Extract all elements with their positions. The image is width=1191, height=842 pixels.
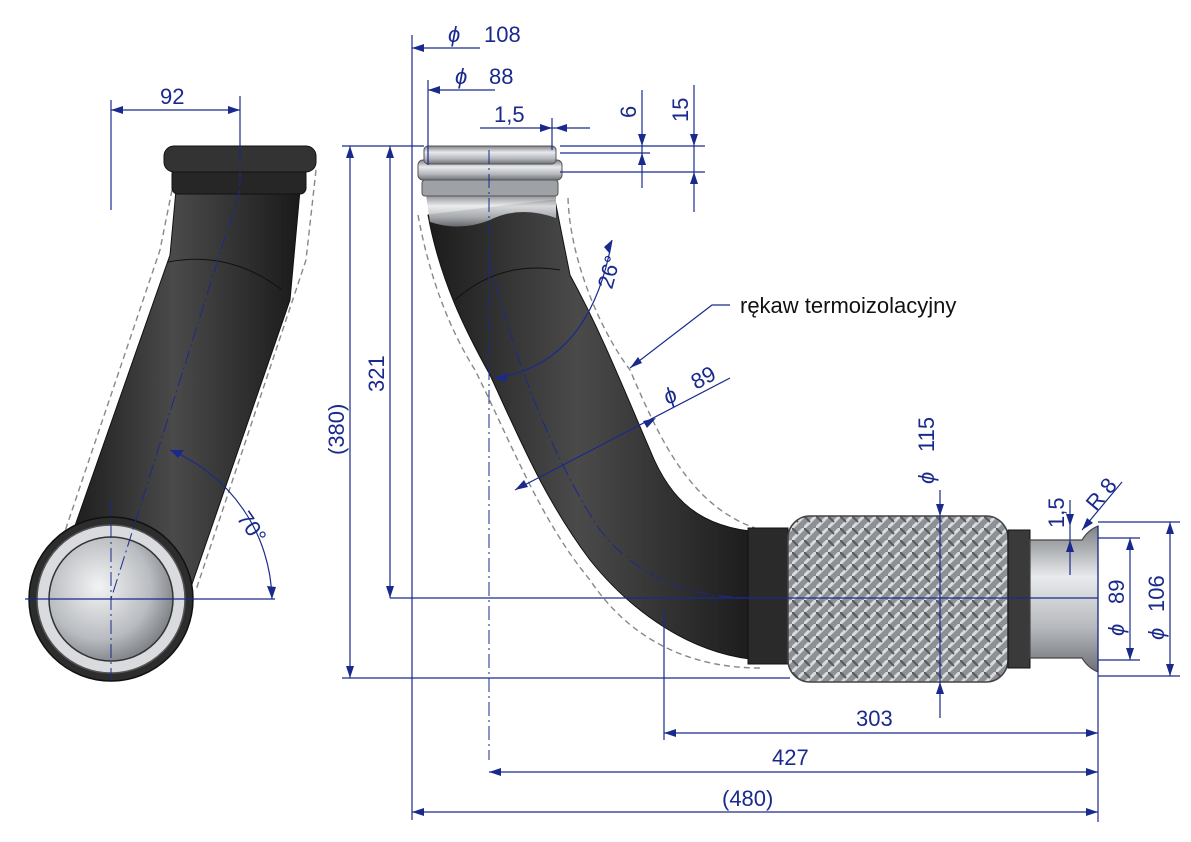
main-pipe-seam (454, 267, 561, 301)
dim-6-arrows (638, 134, 646, 165)
flexible-braided-section (787, 515, 1009, 683)
angle-26-arc (493, 239, 613, 379)
main-pipe-top-collar (417, 145, 563, 197)
dim-89-end-label: 89 (1104, 580, 1129, 604)
main-view-sleeve-outline (417, 197, 761, 669)
dim-1-5-top-arrows (540, 124, 567, 132)
main-pipe-body (427, 199, 761, 661)
dim-92-label: 92 (160, 84, 184, 109)
dim-88-phi: ϕ (455, 64, 467, 89)
dim-115-phi: ϕ (914, 472, 939, 484)
dim-115-label: 115 (914, 417, 939, 452)
dim-89-end-phi: ϕ (1104, 624, 1129, 636)
left-pipe-seam (167, 258, 283, 291)
angle-70-label: 70° (232, 507, 272, 549)
main-centerline-path (488, 259, 1098, 599)
dim-1-5-end-arrows (1066, 514, 1074, 552)
dim-108-arrow (412, 44, 424, 52)
dim-321-label: 321 (364, 355, 389, 392)
main-view: ϕ 108 ϕ 88 1,5 6 15 (380) 321 26° (324, 22, 1180, 822)
weld-ring (747, 527, 789, 665)
dim-108-phi: ϕ (448, 22, 460, 47)
dim-89-pipe-label: 89 (687, 361, 720, 395)
dim-r8-label: R 8 (1081, 473, 1122, 515)
left-view-sleeve-outline (61, 169, 317, 591)
dim-480-label: (480) (722, 786, 773, 811)
dim-88-label: 88 (489, 64, 513, 89)
dim-89-pipe-phi: ϕ (659, 382, 682, 410)
main-pipe-inner-metal (426, 195, 556, 227)
dim-106-phi: ϕ (1144, 628, 1169, 640)
outlet-pipe-end (1029, 525, 1099, 673)
sleeve-label: rękaw termoizolacyjny (740, 293, 956, 318)
sleeve-leader-arrow (630, 357, 642, 368)
dim-1-5-end-label: 1,5 (1044, 497, 1069, 528)
dim-15-arrows (690, 134, 698, 184)
dim-303-label: 303 (856, 706, 893, 731)
left-view: 92 70° (25, 84, 317, 682)
flex-end-ring (1007, 529, 1031, 669)
dim-r8-arrow (1082, 518, 1093, 530)
dim-380-label: (380) (324, 404, 349, 455)
dim-15-label: 15 (668, 98, 693, 122)
dim-6-label: 6 (616, 106, 641, 118)
left-pipe-collar (163, 145, 317, 195)
dim-89-pipe-line (514, 377, 731, 491)
dim-106-label: 106 (1144, 575, 1169, 612)
dim-1-5-top-label: 1,5 (494, 102, 525, 127)
angle-70-arc (169, 449, 273, 600)
dim-108-label: 108 (484, 22, 521, 47)
dim-427-label: 427 (772, 745, 809, 770)
angle-26-label: 26° (593, 253, 626, 292)
sleeve-leader (629, 304, 730, 369)
dim-88-arrow (428, 86, 440, 94)
